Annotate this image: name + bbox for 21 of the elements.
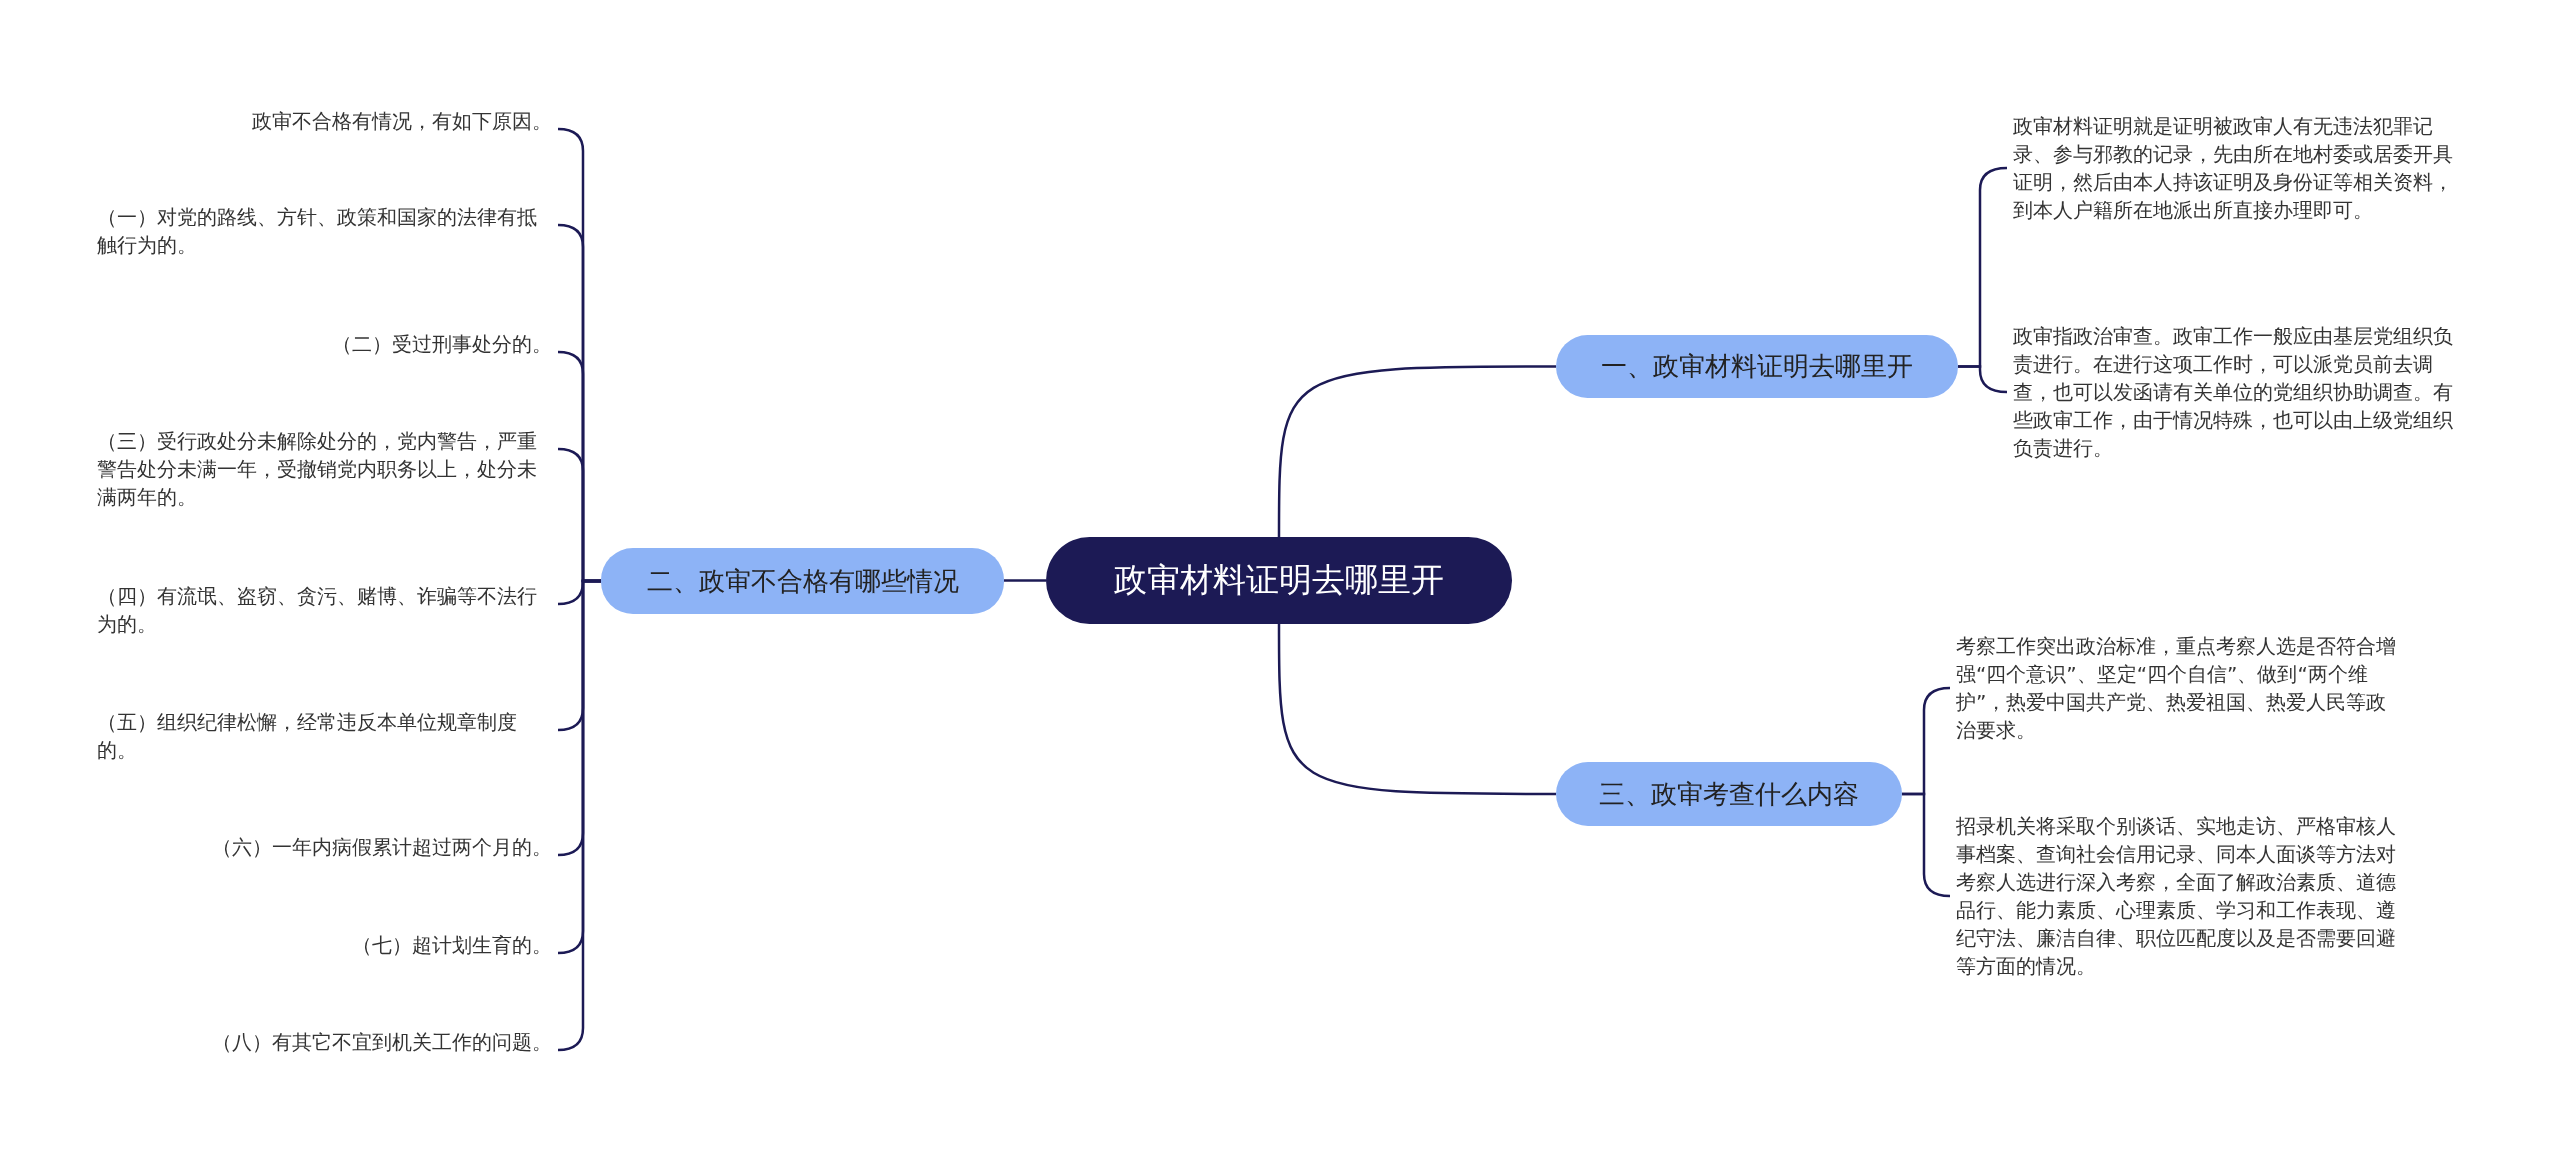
subtopic-text: （六）一年内病假累计超过两个月的。 [212, 833, 552, 861]
central-topic: 政审材料证明去哪里开 [1046, 537, 1512, 624]
subtopic-text: （二）受过刑事处分的。 [332, 330, 552, 358]
connector [1277, 365, 1556, 537]
subtopic-text: 政审材料证明就是证明被政审人有无违法犯罪记录、参与邪教的记录，先由所在地村委或居委开具证明，然后由本人持该证明及身份证等相关资料，到本人户籍所在地派出所直接办理即可。 [2013, 112, 2463, 224]
connector [1004, 579, 1046, 582]
topic-pill: 三、政审考查什么内容 [1556, 762, 1902, 826]
connector [1958, 365, 2008, 394]
subtopic-text: （一）对党的路线、方针、政策和国家的法律有抵触行为的。 [97, 203, 552, 259]
subtopic-text: （三）受行政处分未解除处分的，党内警告，严重警告处分未满一年，受撤销党内职务以上，处分未满两年的。 [97, 427, 552, 511]
subtopic-text: 考察工作突出政治标准，重点考察人选是否符合增强“四个意识”、坚定“四个自信”、做到“两个维护”，热爱中国共产党、热爱祖国、热爱人民等政治要求。 [1956, 632, 2406, 744]
subtopic-text: （四）有流氓、盗窃、贪污、赌博、诈骗等不法行为的。 [97, 582, 552, 638]
connector [1277, 624, 1556, 796]
subtopic-text: 政审不合格有情况，有如下原因。 [252, 107, 552, 135]
subtopic-text: （七）超计划生育的。 [352, 931, 552, 959]
subtopic-text: 政审指政治审查。政审工作一般应由基层党组织负责进行。在进行这项工作时，可以派党员前去调查，也可以发函请有关单位的党组织协助调查。有些政审工作，由于情况特殊，也可以由上级党组织负责进行。 [2013, 322, 2463, 462]
topic-pill: 一、政审材料证明去哪里开 [1556, 335, 1958, 398]
topic-pill: 二、政审不合格有哪些情况 [601, 548, 1004, 614]
subtopic-text: （八）有其它不宜到机关工作的问题。 [212, 1028, 552, 1056]
subtopic-text: 招录机关将采取个别谈话、实地走访、严格审核人事档案、查询社会信用记录、同本人面谈等方法对考察人选进行深入考察，全面了解政治素质、道德品行、能力素质、心理素质、学习和工作表现、遵纪守法、廉洁自律、职位匹配度以及是否需要回避等方面的情况。 [1956, 812, 2406, 980]
subtopic-text: （五）组织纪律松懈，经常违反本单位规章制度的。 [97, 708, 552, 764]
